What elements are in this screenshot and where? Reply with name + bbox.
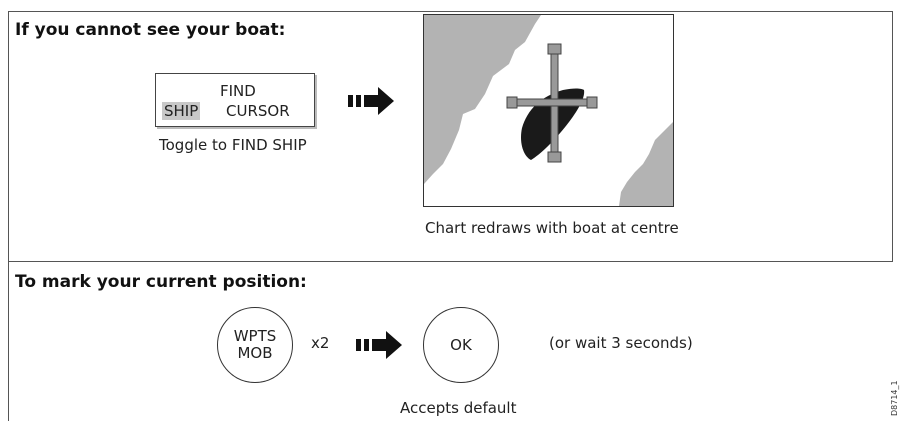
- chart-display: [423, 14, 674, 207]
- mob-label: MOB: [237, 344, 273, 362]
- right-border: [892, 11, 893, 261]
- left-border: [8, 11, 9, 421]
- arrow-right-icon: [356, 331, 402, 359]
- figure-reference: D8714_1: [890, 380, 899, 416]
- wait-note: (or wait 3 seconds): [549, 334, 693, 352]
- top-border: [8, 11, 893, 12]
- press-multiplier: x2: [311, 334, 330, 352]
- find-ship-heading: If you cannot see your boat:: [15, 20, 286, 40]
- land-mass-right: [619, 122, 673, 206]
- softkey-label-cursor: CURSOR: [226, 102, 290, 120]
- wpts-mob-button[interactable]: WPTS MOB: [217, 307, 293, 383]
- arrow-right-icon: [348, 87, 394, 115]
- ok-label: OK: [450, 335, 472, 354]
- find-ship-softkey[interactable]: FIND SHIP CURSOR: [155, 73, 315, 127]
- cursor-crosshair-icon: [506, 43, 598, 163]
- softkey-label-find: FIND: [220, 82, 256, 100]
- ok-button[interactable]: OK: [423, 307, 499, 383]
- wpts-label: WPTS: [233, 327, 277, 345]
- mark-position-heading: To mark your current position:: [15, 272, 307, 292]
- chart-caption: Chart redraws with boat at centre: [425, 219, 679, 237]
- ok-caption: Accepts default: [400, 399, 517, 417]
- section-divider: [8, 261, 893, 262]
- softkey-label-ship: SHIP: [162, 102, 201, 120]
- softkey-caption: Toggle to FIND SHIP: [159, 136, 307, 154]
- land-mass-left: [424, 15, 541, 184]
